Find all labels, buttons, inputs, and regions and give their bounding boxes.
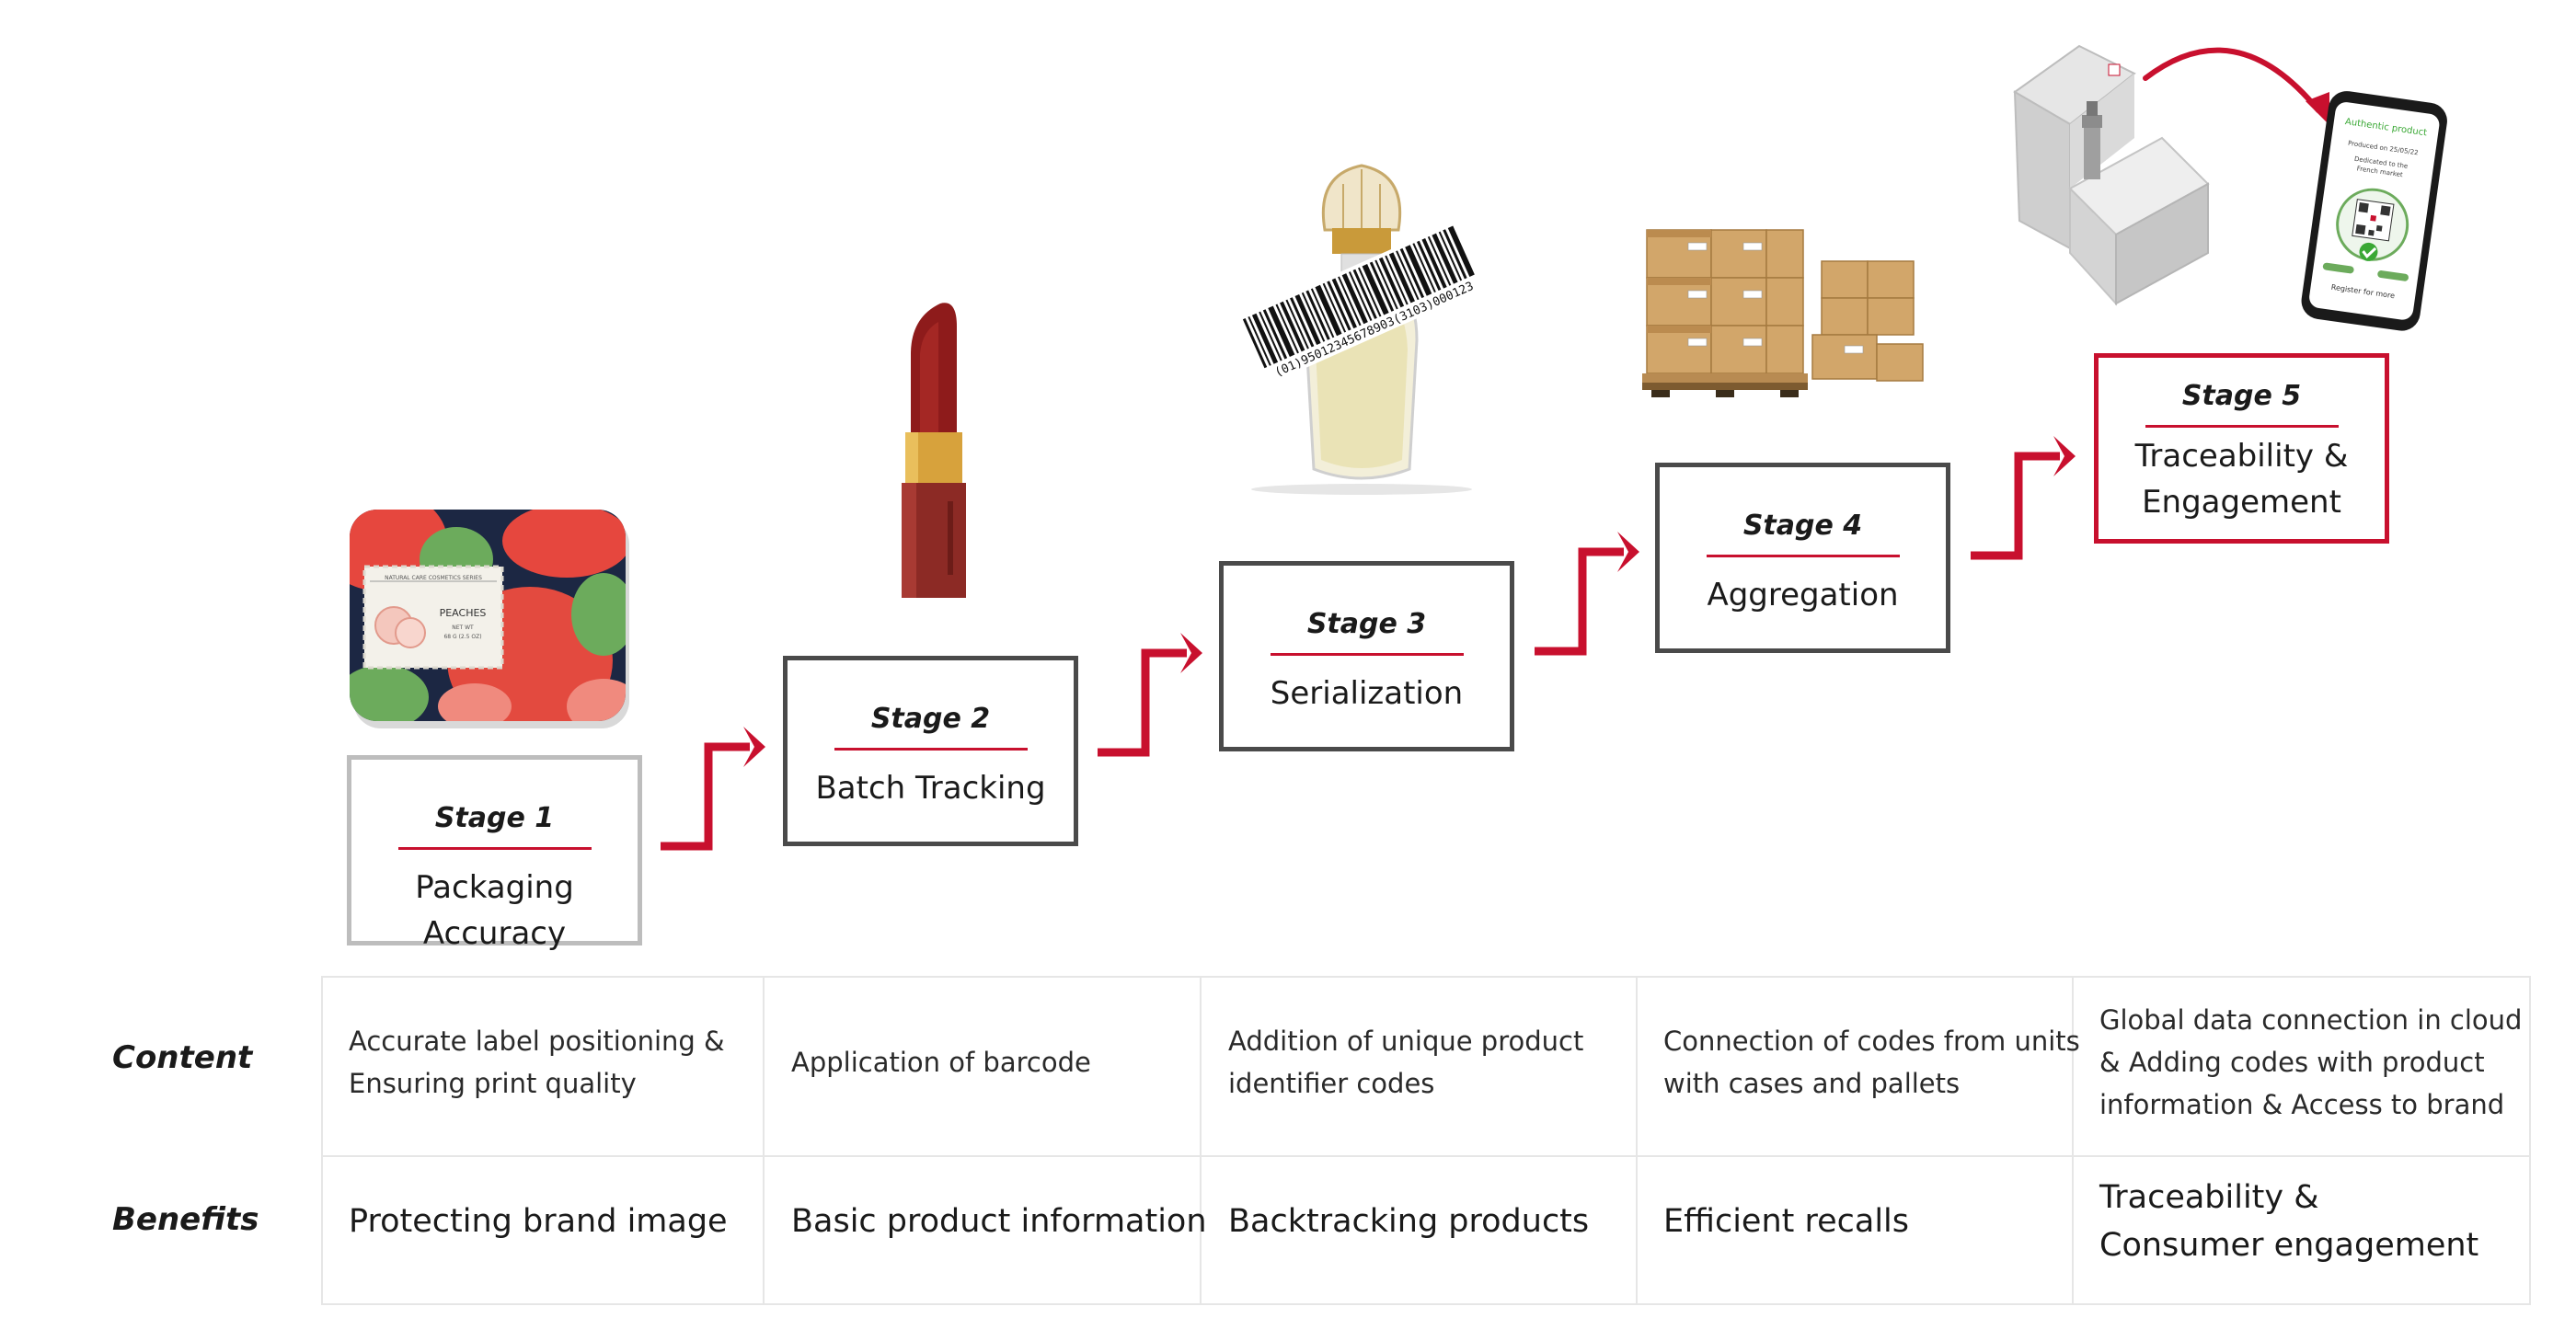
benefit-4-line-1: Efficient recalls — [1663, 1203, 1910, 1240]
perfume-barcode-illustration: (01)95012345678903(3103)000123 — [1237, 164, 1487, 495]
stage-2-title: Stage 2 — [870, 703, 991, 735]
stage-4-divider — [1706, 555, 1900, 557]
step-arrow-4 — [1971, 452, 2060, 560]
stage-5-name-line-2: Engagement — [2142, 484, 2341, 521]
step-arrows — [661, 436, 2076, 851]
benefit-cell-3: Backtracking products — [1228, 1198, 1589, 1245]
tin-label-series: NATURAL CARE COSMETICS SERIES — [385, 575, 482, 581]
stage-2-box: Stage 2 Batch Tracking — [783, 656, 1078, 846]
stage-5-title: Stage 5 — [2181, 380, 2302, 412]
benefit-cell-5: Traceability & Consumer engagement — [2099, 1174, 2478, 1269]
benefit-cell-4: Efficient recalls — [1663, 1198, 1909, 1245]
cosmetic-tin-illustration: NATURAL CARE COSMETICS SERIES PEACHES NE… — [350, 510, 629, 728]
benefit-cell-1: Protecting brand image — [349, 1198, 728, 1245]
tin-label-weight: NET WT — [452, 625, 474, 631]
benefit-5-line-2: Consumer engagement — [2099, 1227, 2479, 1264]
content-3-line-1: Addition of unique product — [1228, 1026, 1584, 1057]
content-cell-1: Accurate label positioning & Ensuring pr… — [349, 1020, 725, 1105]
stage-4-name: Aggregation — [1707, 577, 1899, 613]
content-5-line-3: information & Access to brand — [2099, 1089, 2505, 1120]
lipstick-illustration — [902, 303, 966, 598]
stage-3-divider — [1270, 653, 1464, 656]
content-cell-3: Addition of unique product identifier co… — [1228, 1020, 1583, 1105]
tin-label-weight-value: 68 G (2.5 OZ) — [443, 634, 481, 640]
content-5-line-1: Global data connection in cloud — [2099, 1004, 2523, 1036]
content-4-line-2: with cases and pallets — [1663, 1068, 1961, 1099]
content-5-line-2: & Adding codes with product — [2099, 1047, 2485, 1078]
table-row-divider — [323, 1155, 2529, 1157]
content-1-line-1: Accurate label positioning & — [349, 1026, 725, 1057]
content-2-line-1: Application of barcode — [791, 1047, 1091, 1078]
content-cell-4: Connection of codes from units with case… — [1663, 1020, 2080, 1105]
stage-2-name: Batch Tracking — [815, 770, 1046, 807]
stage-3-box: Stage 3 Serialization — [1219, 561, 1514, 751]
benefit-cell-2: Basic product information — [791, 1198, 1207, 1245]
stage-3-name: Serialization — [1270, 675, 1464, 712]
benefit-2-line-1: Basic product information — [791, 1203, 1207, 1240]
content-3-line-2: identifier codes — [1228, 1068, 1435, 1099]
pallet-boxes-illustration — [1642, 229, 1924, 397]
stage-5-box: Stage 5 Traceability & Engagement — [2094, 353, 2389, 544]
benefits-row-label: Benefits — [112, 1201, 259, 1238]
stage-4-box: Stage 4 Aggregation — [1655, 463, 1950, 653]
stage-1-box: Stage 1 Packaging Accuracy — [347, 755, 642, 952]
curved-arrow — [2143, 47, 2329, 125]
table-col-divider-2 — [1200, 978, 1202, 1303]
stage-5-name-line-1: Traceability & — [2134, 438, 2349, 475]
content-cell-2: Application of barcode — [791, 1041, 1091, 1083]
stage-1-divider — [397, 847, 592, 850]
content-4-line-1: Connection of codes from units — [1663, 1026, 2080, 1057]
table-col-divider-4 — [2072, 978, 2074, 1303]
step-arrow-2 — [1098, 648, 1187, 757]
stage-3-title: Stage 3 — [1306, 608, 1427, 640]
smartphone-illustration: Authentic product Produced on 25/05/22 D… — [2301, 91, 2447, 331]
step-arrow-3 — [1535, 547, 1624, 656]
arrowhead-3 — [1617, 532, 1639, 572]
arrowhead-2 — [1180, 633, 1202, 673]
table-col-divider-3 — [1636, 978, 1638, 1303]
benefit-1-line-1: Protecting brand image — [349, 1203, 728, 1240]
stage-2-divider — [834, 748, 1028, 751]
step-arrow-1 — [661, 742, 750, 851]
stage-5-divider — [2145, 425, 2339, 428]
benefit-5-line-1: Traceability & — [2099, 1179, 2319, 1216]
stage-1-title: Stage 1 — [434, 802, 555, 834]
arrowhead-4 — [2053, 436, 2076, 476]
content-1-line-2: Ensuring print quality — [349, 1068, 637, 1099]
table-col-divider-1 — [763, 978, 765, 1303]
content-cell-5: Global data connection in cloud & Adding… — [2099, 999, 2522, 1126]
stage-1-name: Packaging Accuracy — [415, 869, 574, 952]
benefit-3-line-1: Backtracking products — [1228, 1203, 1590, 1240]
tin-label-name: PEACHES — [440, 607, 487, 619]
content-row-label: Content — [112, 1039, 253, 1076]
arrowhead-1 — [743, 727, 765, 767]
stage-4-title: Stage 4 — [1742, 510, 1863, 542]
gift-box-illustration — [2013, 44, 2210, 306]
stages-table — [321, 976, 2531, 1305]
